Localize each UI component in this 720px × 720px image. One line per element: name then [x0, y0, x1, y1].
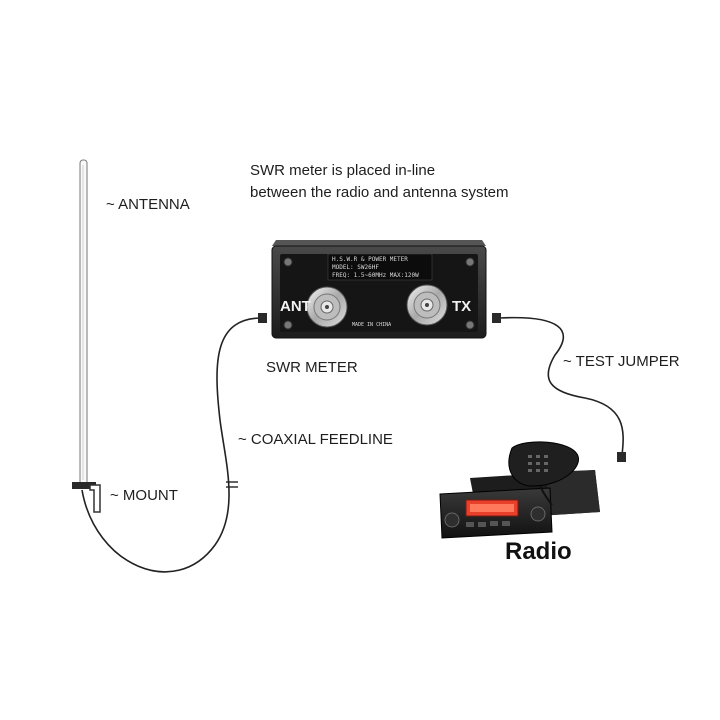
- screw-icon: [465, 257, 475, 267]
- ant-port-label: ANT: [280, 298, 311, 315]
- microphone-icon: [508, 441, 579, 506]
- meter-panel-line-2: MODEL: SW26HF: [332, 264, 379, 271]
- meter-made-in-label: MADE IN CHINA: [352, 322, 392, 328]
- screw-icon: [465, 320, 475, 330]
- screw-icon: [283, 257, 293, 267]
- caption-line-1: SWR meter is placed in-line: [250, 162, 436, 179]
- feedline-joint: [226, 481, 238, 488]
- swr-meter-label: SWR METER: [266, 359, 358, 376]
- meter-panel-line-1: H.S.W.R & POWER METER: [332, 256, 408, 263]
- swr-meter: [271, 240, 487, 339]
- test-jumper-label: ~ TEST JUMPER: [563, 353, 680, 370]
- ant-connector-icon: [306, 286, 348, 328]
- meter-display-panel: [327, 253, 433, 281]
- tx-port-label: TX: [452, 298, 472, 315]
- radio-cable-connector: [617, 452, 626, 462]
- caption-line-2: between the radio and antenna system: [250, 184, 509, 201]
- coaxial-feedline: [81, 317, 263, 573]
- screw-icon: [283, 320, 293, 330]
- tx-connector-icon: [406, 284, 448, 326]
- test-jumper: [499, 316, 624, 456]
- antenna: [79, 159, 88, 486]
- ant-cable-connector: [258, 313, 267, 323]
- caption: SWR meter is placed in-line between the …: [250, 160, 509, 204]
- coaxial-feedline-label: ~ COAXIAL FEEDLINE: [238, 431, 393, 448]
- antenna-label: ~ ANTENNA: [106, 196, 190, 213]
- knob-icon: [444, 512, 460, 528]
- tx-cable-connector: [492, 313, 501, 323]
- mount: [72, 482, 101, 513]
- radio-label: Radio: [505, 538, 572, 565]
- mount-label: ~ MOUNT: [110, 487, 178, 504]
- knob-icon: [530, 506, 546, 522]
- meter-panel-line-3: FREQ: 1.5~60MHz MAX:120W: [332, 272, 419, 279]
